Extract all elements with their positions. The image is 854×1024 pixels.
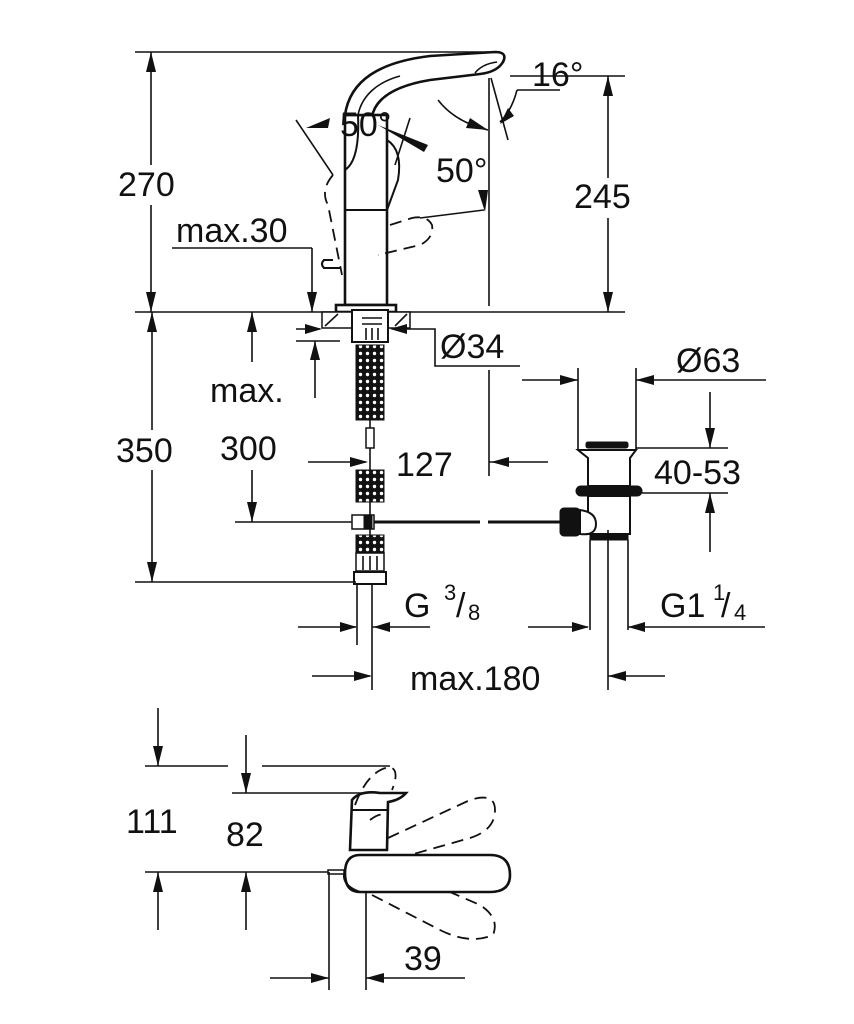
dim-spout-reach: 127 [396,446,453,484]
dim-max-deck: max.30 [176,212,288,250]
lever-left-position [324,174,343,276]
dim-lever-angle-left: 50° [340,106,391,144]
arrow-icon [478,190,488,212]
arrow-right-icon [560,375,578,385]
arrow-down-icon [307,292,317,312]
lever-right-position [377,216,434,256]
flex-hose-lower [355,534,385,554]
arrow-left-icon [390,324,407,334]
arrow-left-icon [636,375,654,385]
arrow-down-icon [147,562,157,582]
arrow-up-icon [241,872,251,892]
arrow-up-icon [153,872,163,892]
arrow-left-icon [373,622,390,632]
installation-section: 350 max. 300 Ø34 127 G 3 / 8 [110,309,766,698]
arrow-icon [378,125,428,152]
arrow-left-icon [366,973,384,983]
faucet-body [321,50,506,314]
arrow-down-icon [603,292,613,312]
dim-lever-offset: 39 [404,940,442,978]
lever-up-position [354,766,397,806]
arrow-down-icon [241,773,251,793]
dim-max-label: max. [210,372,284,410]
dim-hole-diameter: Ø34 [440,328,504,366]
arrow-icon [466,118,488,130]
dim-waste-range: 40-53 [654,454,741,492]
arrow-down-icon [153,746,163,766]
dim-hose-length: 350 [116,432,173,470]
flex-hose-middle [355,469,385,503]
arrow-down-icon [146,292,156,312]
dim-lever-angle-right: 50° [436,152,487,190]
pop-up-waste [559,441,643,690]
dim-spout-angle: 16° [532,56,583,94]
faucet-elevation: 270 245 16° 50° 50° max.30 [110,50,650,314]
dim-inlet-thread-num: 3 [444,580,456,605]
dim-inlet-thread-den: 8 [468,600,480,625]
dim-waste-thread-den: 4 [734,600,746,625]
arrow-right-icon [350,457,368,467]
lever-side-view: 111 82 39 [126,708,512,990]
dim-lever-top-height: 111 [126,803,178,841]
arrow-up-icon [147,312,157,332]
dim-waste-thread: G1 [660,587,705,625]
arrow-up-icon [247,312,257,332]
dim-waste-thread-num: 1 [713,580,725,605]
fraction-slash: / [456,587,466,625]
lever-rotated-up [387,796,496,856]
arrow-up-icon [146,52,156,72]
dim-total-height: 270 [118,166,175,204]
arrow-right-icon [572,622,589,632]
arrow-up-icon [705,493,715,513]
arrow-right-icon [311,973,329,983]
arrow-left-icon [628,622,645,632]
dim-inlet-thread: G [404,587,430,625]
arrow-up-icon [310,341,320,360]
arrow-up-icon [603,76,613,96]
arrow-icon [306,118,330,128]
arrow-left-icon [491,457,509,467]
arrow-left-icon [608,671,626,681]
dim-lever-height: 82 [226,816,264,854]
dim-waste-diameter: Ø63 [676,342,740,380]
dim-spout-height: 245 [574,178,631,216]
fraction-slash: / [721,587,731,625]
dim-max-spacing: max.180 [410,660,540,698]
arrow-right-icon [305,324,322,334]
arrow-right-icon [340,622,357,632]
flex-hose-upper [355,344,385,421]
arrow-down-icon [247,502,257,522]
arrow-right-icon [354,671,372,681]
dim-max-depth: 300 [220,430,277,468]
arrow-icon [500,108,514,124]
lever-rotated-down [371,891,496,940]
arrow-down-icon [705,428,715,448]
